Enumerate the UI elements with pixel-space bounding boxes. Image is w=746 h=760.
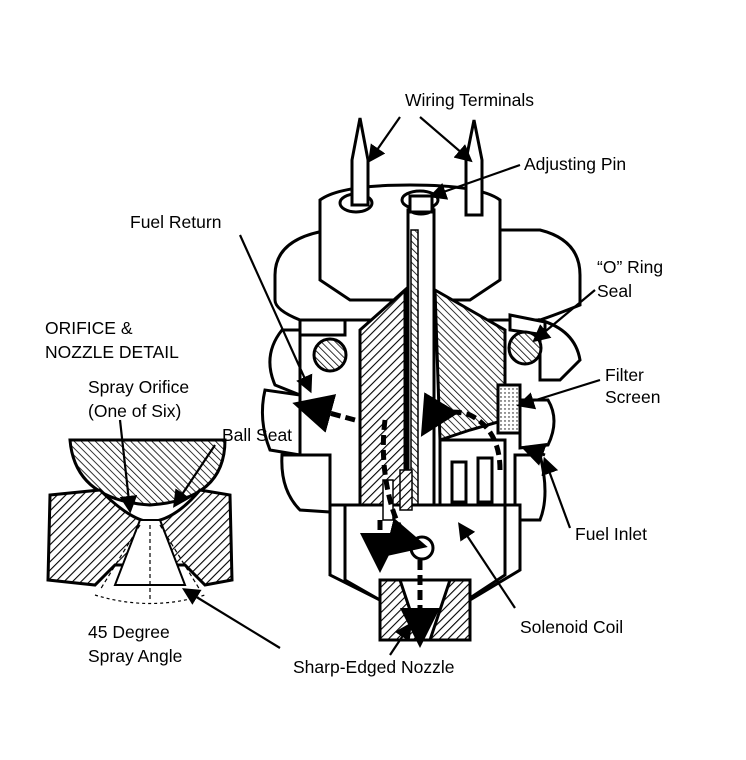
o-ring-label-line1: “O” Ring — [597, 257, 663, 277]
adjusting-pin-label: Adjusting Pin — [524, 154, 626, 174]
labels: Wiring Terminals Adjusting Pin Fuel Retu… — [45, 90, 663, 677]
fuel-inlet-label: Fuel Inlet — [575, 524, 647, 544]
fuel-inlet-arrow-group — [520, 443, 548, 466]
fuel-return-label: Fuel Return — [130, 212, 221, 232]
wiring-terminals-label: Wiring Terminals — [405, 90, 534, 110]
nozzle-detail — [46, 438, 234, 605]
filter-screen-label-line2: Screen — [605, 387, 660, 407]
spray-angle-label-line2: Spray Angle — [88, 646, 182, 666]
orifice-detail-title-line1: ORIFICE & — [45, 318, 133, 338]
leader-lines — [118, 116, 601, 656]
flow-arrows — [292, 392, 503, 648]
spray-orifice-label-line1: Spray Orifice — [88, 377, 189, 397]
orifice-detail-title-line2: NOZZLE DETAIL — [45, 342, 179, 362]
sharp-edged-nozzle-label: Sharp-Edged Nozzle — [293, 657, 454, 677]
ball-seat-label: Ball Seat — [222, 425, 292, 445]
solenoid-coil-label: Solenoid Coil — [520, 617, 623, 637]
o-ring-label-line2: Seal — [597, 281, 632, 301]
spray-angle-label-line1: 45 Degree — [88, 622, 170, 642]
spray-orifice-label-line2: (One of Six) — [88, 401, 181, 421]
filter-screen-label-line1: Filter — [605, 365, 644, 385]
